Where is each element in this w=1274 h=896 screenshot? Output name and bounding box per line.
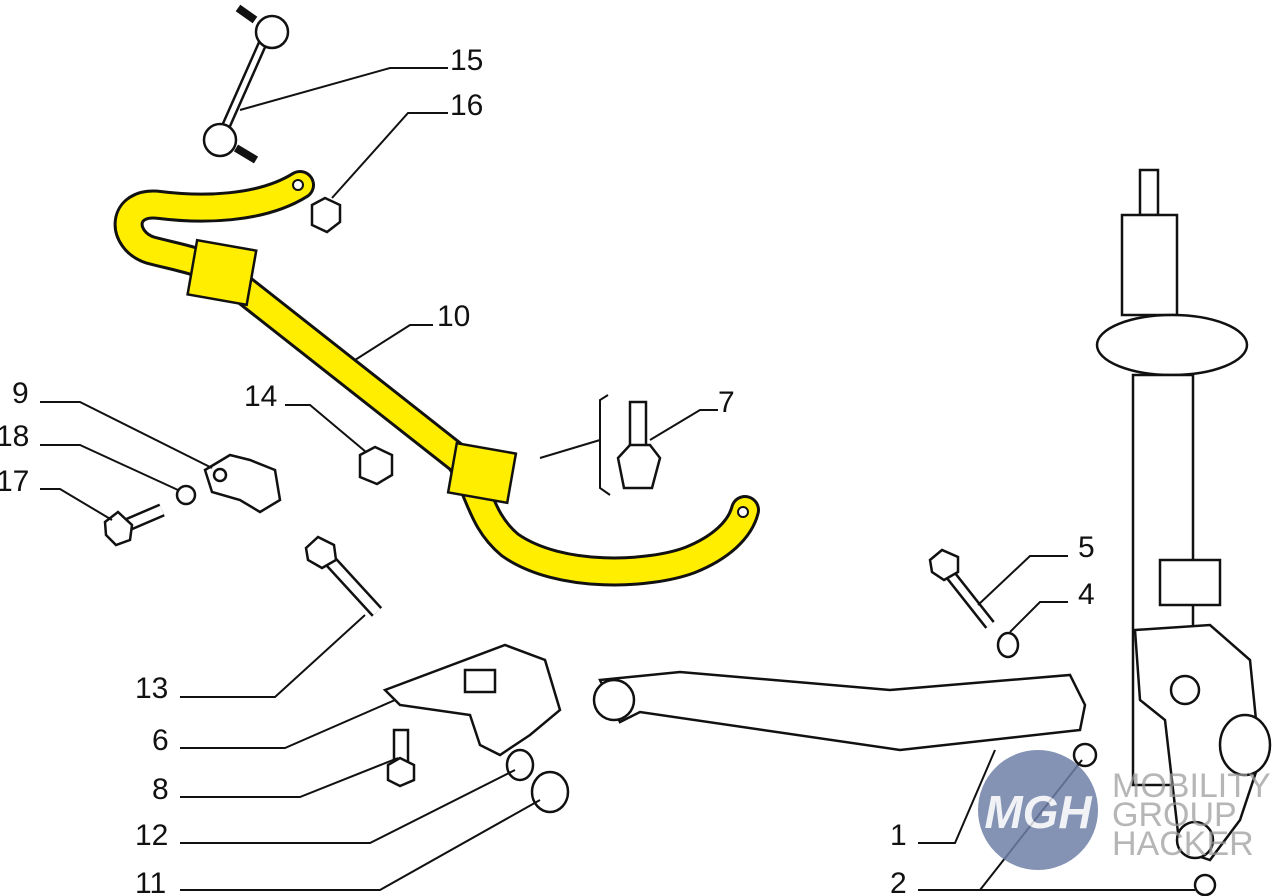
bolt-part-13[interactable]: [304, 535, 383, 617]
bolt-part-17[interactable]: [103, 503, 165, 547]
callout-5: 5: [1078, 531, 1095, 564]
callout-15: 15: [450, 44, 483, 77]
logo-letters: MGH: [984, 786, 1092, 838]
bushing-part-12[interactable]: [505, 748, 535, 782]
callout-8: 8: [152, 773, 169, 806]
bolt-part-5[interactable]: [928, 548, 995, 629]
watermark-line-2: GROUP: [1112, 796, 1237, 834]
washer-part-18[interactable]: [175, 484, 197, 506]
callout-2: 2: [890, 867, 907, 896]
plate-cutout: [463, 668, 497, 694]
callout-18: 18: [0, 420, 29, 453]
callout-9: 9: [12, 377, 29, 410]
mounting-plate-part-6[interactable]: [382, 643, 562, 757]
control-arm-part-1[interactable]: [598, 670, 1087, 752]
leader-lines: [40, 67, 1195, 891]
callout-12: 12: [135, 819, 168, 852]
washer-part-4[interactable]: [996, 631, 1020, 659]
watermark-line-3: HACKER: [1112, 825, 1254, 863]
bracket-part-9[interactable]: [203, 453, 282, 514]
callout-17: 17: [0, 465, 29, 498]
watermark-logo: MGH MOBILITY GROUP HACKER: [978, 750, 1271, 870]
watermark-line-1: MOBILITY: [1112, 767, 1271, 805]
shock-absorber-strut: [1095, 168, 1272, 862]
bracket-symbol: [539, 394, 611, 496]
arm-bushing: [592, 678, 636, 722]
callout-13: 13: [135, 672, 168, 705]
link-rod-part-15[interactable]: [202, 4, 290, 164]
callout-6: 6: [152, 724, 169, 757]
callout-10: 10: [437, 300, 470, 333]
bolt-part-7[interactable]: [616, 400, 662, 490]
callout-11: 11: [135, 867, 166, 896]
bracket-hole: [212, 467, 228, 483]
callout-1: 1: [890, 819, 907, 852]
stabilizer-bar-part-10[interactable]: [113, 170, 760, 587]
stud-part-8[interactable]: [386, 728, 416, 788]
callout-7: 7: [718, 386, 735, 419]
washer-part-2b[interactable]: [1193, 873, 1217, 896]
bushing-part-11[interactable]: [530, 770, 570, 814]
nut-part-16[interactable]: [310, 196, 342, 234]
washer-part-2a[interactable]: [1072, 742, 1098, 768]
callout-16: 16: [450, 89, 483, 122]
callout-4: 4: [1078, 578, 1095, 611]
nut-part-14[interactable]: [358, 445, 394, 486]
callout-14: 14: [244, 380, 277, 413]
